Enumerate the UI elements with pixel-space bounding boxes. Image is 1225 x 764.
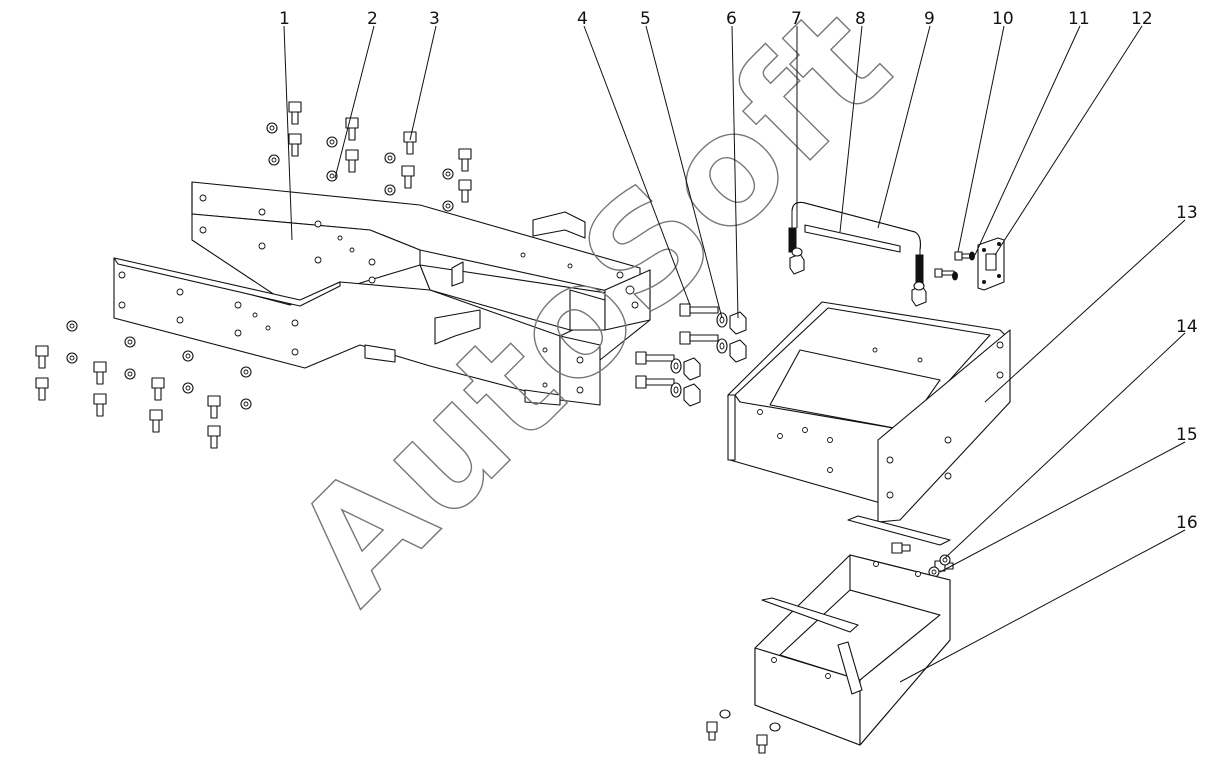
callout-9: 9 [924, 9, 935, 29]
frame-tray [727, 301, 1011, 546]
callout-6: 6 [726, 9, 737, 29]
callout-14: 14 [1176, 317, 1198, 337]
hitch-bolts-nuts [635, 303, 747, 407]
cover-plate-assembly [934, 237, 1005, 291]
callout-12: 12 [1131, 9, 1153, 29]
callout-13: 13 [1176, 203, 1198, 223]
callout-5: 5 [640, 9, 651, 29]
callout-7: 7 [791, 9, 802, 29]
callout-2: 2 [367, 9, 378, 29]
callout-11: 11 [1068, 9, 1090, 29]
u-bolt-assembly [788, 201, 927, 307]
tray-bolt-washer [891, 542, 954, 578]
main-frame [113, 181, 651, 406]
callout-1: 1 [279, 9, 290, 29]
callout-3: 3 [429, 9, 440, 29]
bolt-group-upper [266, 101, 472, 212]
guard-box [706, 554, 951, 754]
leader-lines [283, 25, 1186, 683]
callout-8: 8 [855, 9, 866, 29]
callout-15: 15 [1176, 425, 1198, 445]
callout-10: 10 [992, 9, 1014, 29]
bolt-group-lower [35, 320, 252, 449]
callout-labels: 1 2 3 4 5 6 7 8 9 10 11 12 13 14 15 16 [279, 9, 1198, 533]
callout-16: 16 [1176, 513, 1198, 533]
callout-4: 4 [577, 9, 588, 29]
